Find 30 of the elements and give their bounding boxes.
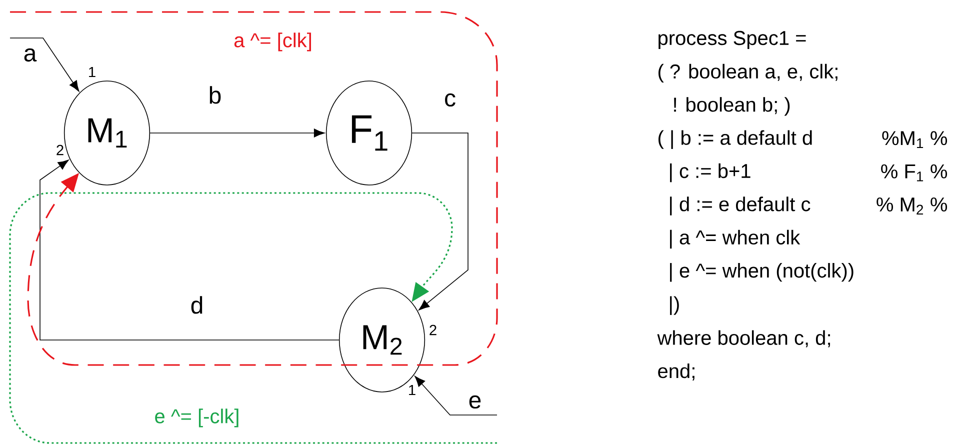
code-line: | a ^= when clk — [670, 230, 800, 249]
edge-label: a ^= [clk] — [234, 32, 311, 52]
arrow — [40, 160, 340, 340]
arrow — [10, 38, 80, 92]
arrow — [10, 11, 498, 366]
code-line: ( | b := a default d — [658, 130, 812, 149]
code-line: | e ^= when (not(clk)) — [670, 263, 854, 282]
code-line: ( ? boolean a, e, clk; — [658, 64, 838, 82]
code-line: where boolean c, d; — [657, 330, 830, 348]
edge-label: c — [445, 93, 456, 107]
edge-label: e ^= [-clk] — [155, 408, 238, 428]
code-line: | c := b+1 — [670, 163, 750, 182]
port-number: 2 — [56, 144, 64, 156]
code-line: |) — [670, 296, 679, 315]
edge-label: e — [469, 395, 481, 409]
code-line: % M$_{2}$ % — [876, 197, 948, 214]
code-line: process Spec1 = — [658, 30, 806, 50]
code-line: end; — [658, 363, 694, 380]
arrow — [412, 132, 468, 310]
edge-label: b — [210, 86, 221, 104]
edge-label: d — [191, 296, 202, 314]
port-number: 1 — [409, 384, 416, 396]
code-line: ! boolean b; ) — [674, 97, 790, 116]
arrow — [9, 192, 497, 444]
arrow — [150, 128, 325, 138]
code-line: % F$_{1}$ % — [881, 164, 948, 182]
code-line: | d := e default c — [670, 196, 810, 216]
code-line: %M$_{1}$ % — [882, 131, 948, 148]
edge-label: a — [24, 48, 37, 62]
arrow — [414, 376, 498, 416]
